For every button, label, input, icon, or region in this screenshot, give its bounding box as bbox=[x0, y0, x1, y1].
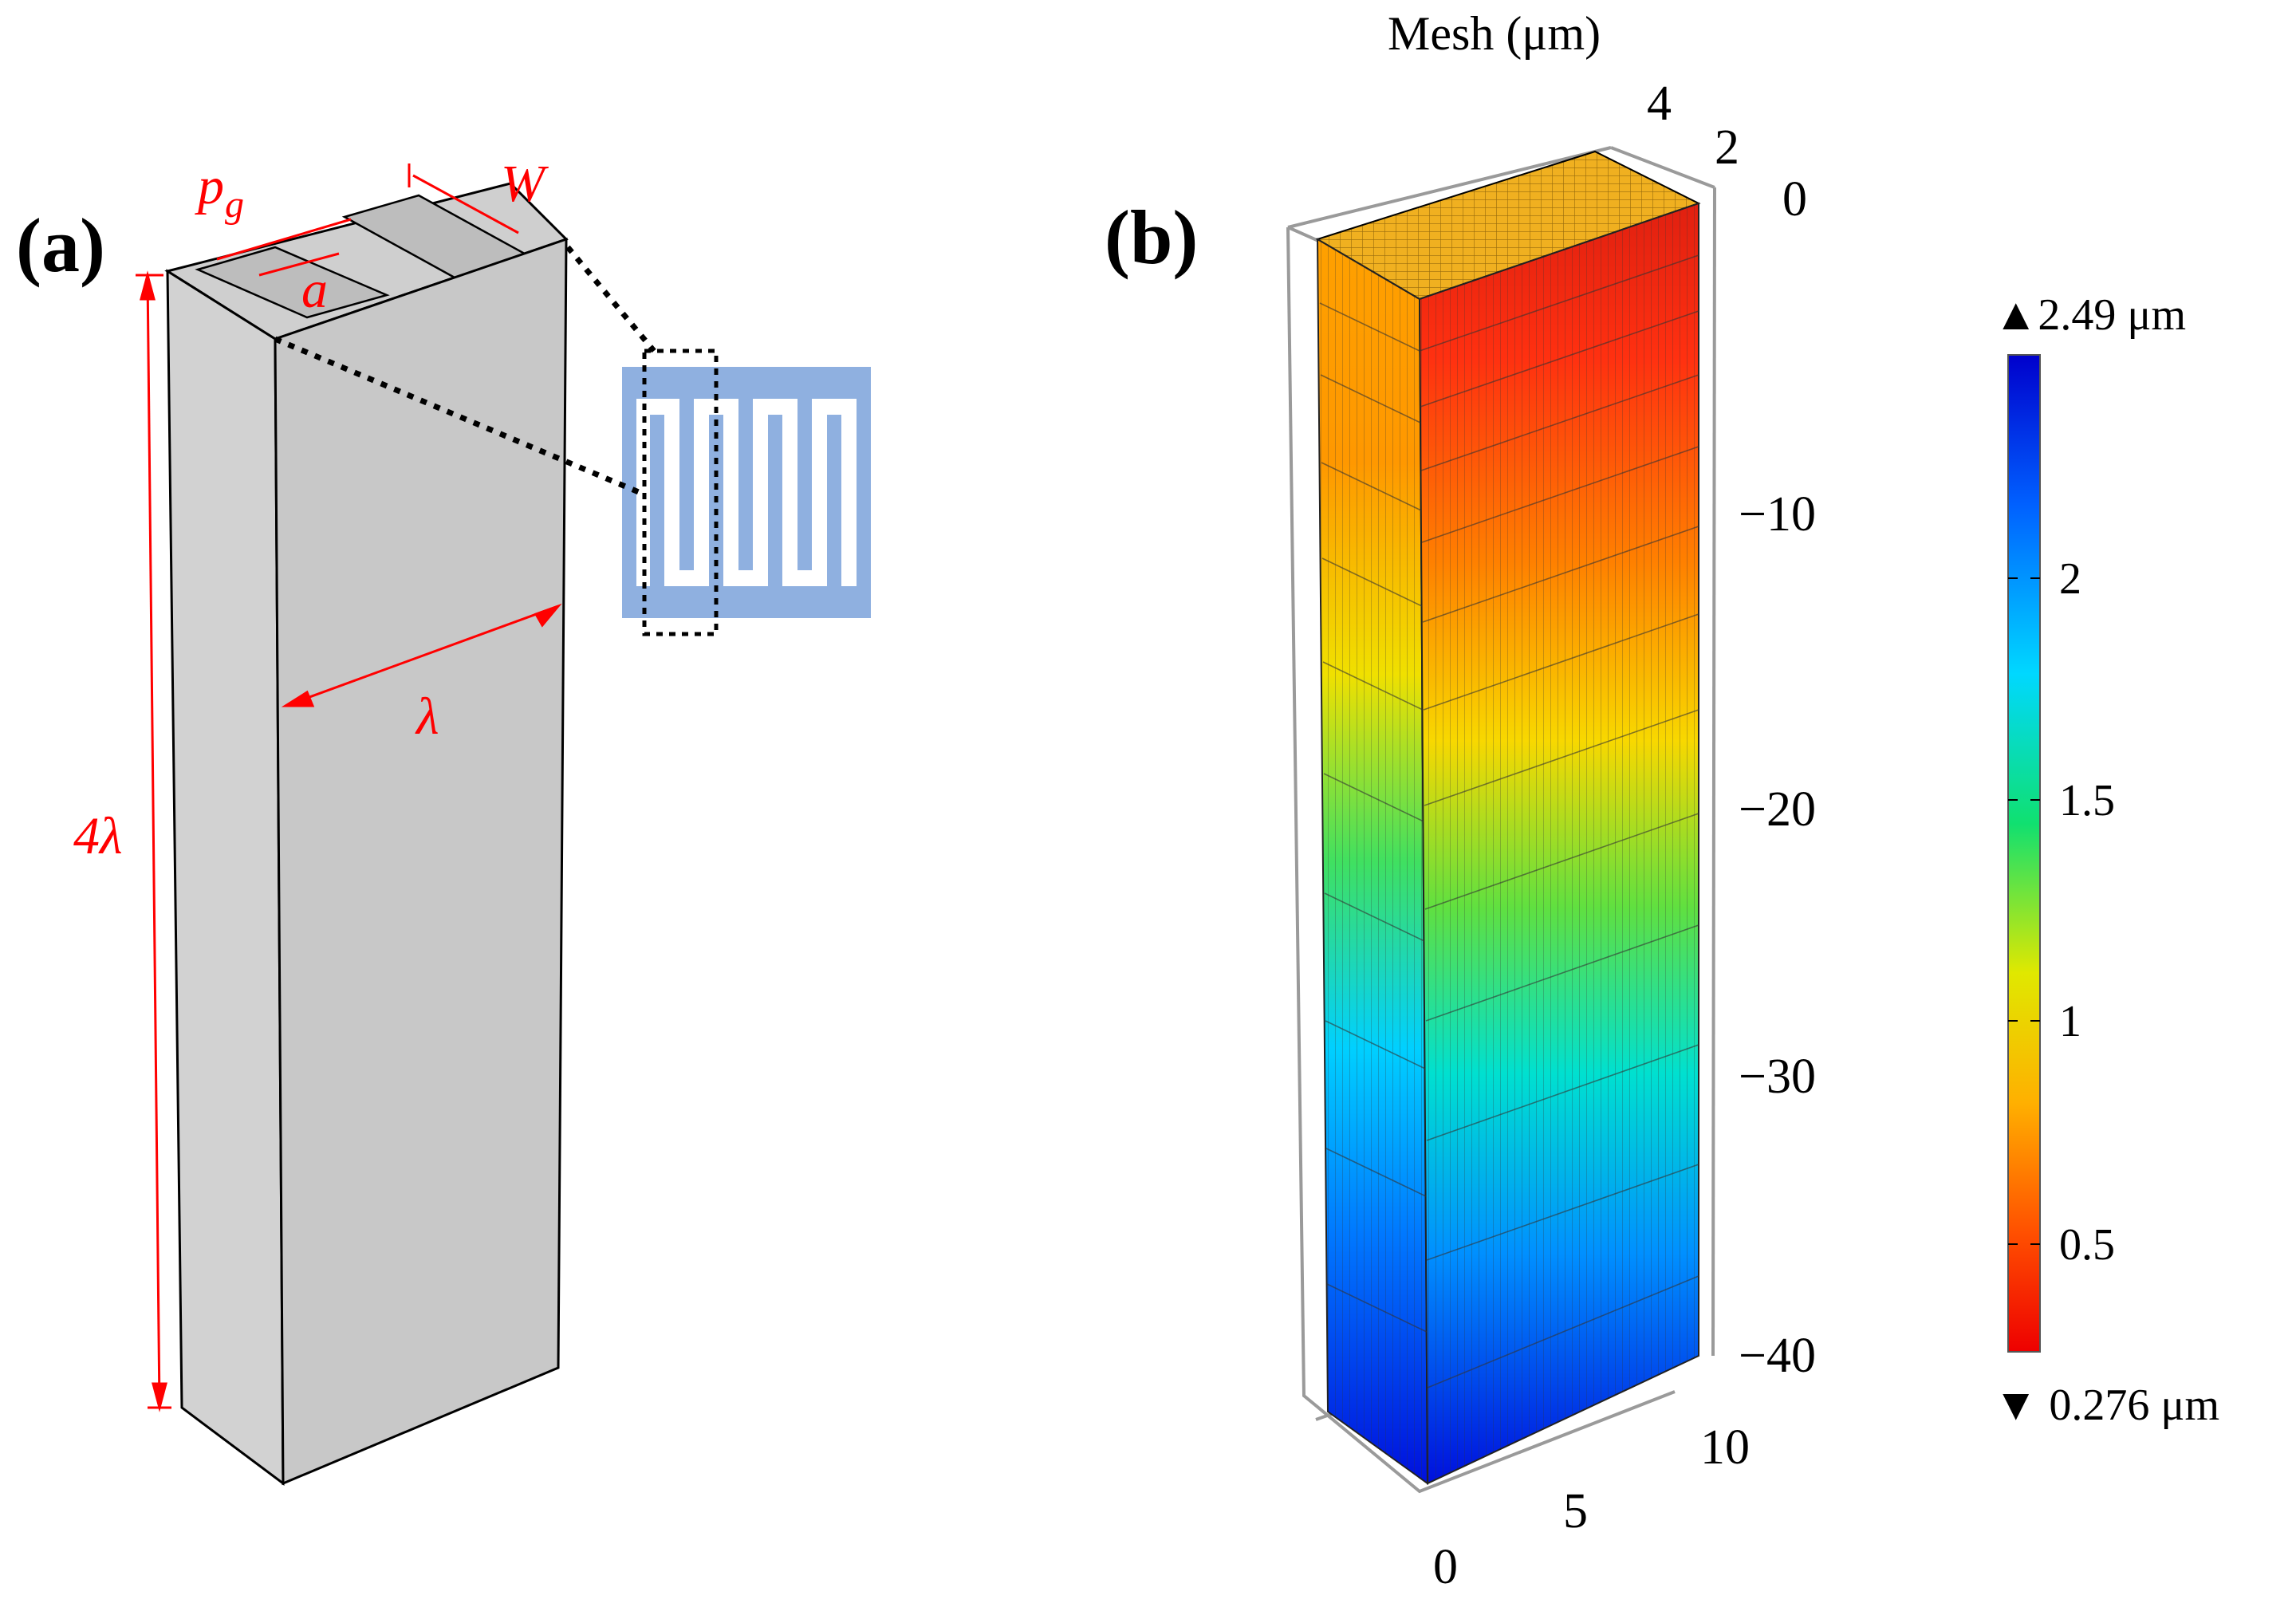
panel-a-label: (a) bbox=[16, 203, 105, 288]
x-tick-10: 10 bbox=[1700, 1420, 1750, 1475]
colorbar-max-label: ▲2.49 μm bbox=[1994, 290, 2186, 340]
z-tick-0: 0 bbox=[1782, 172, 1807, 226]
block-left-face bbox=[166, 269, 285, 1487]
zoom-dotted-lines bbox=[274, 245, 656, 498]
mesh-front-face-grid bbox=[1418, 202, 1699, 1485]
colorbar-tick-2: 2 bbox=[2059, 554, 2081, 604]
z-tick-neg20: −20 bbox=[1739, 782, 1816, 837]
electrode-1 bbox=[195, 246, 390, 319]
idt-inset bbox=[622, 349, 871, 636]
mesh-bands bbox=[1319, 254, 1699, 1388]
colorbar-tick-1-5: 1.5 bbox=[2059, 776, 2115, 825]
panel-b-label: (b) bbox=[1105, 195, 1198, 280]
dim-W: W bbox=[501, 155, 549, 213]
dim-pg: p bbox=[195, 157, 224, 215]
dim-four-lambda: 4λ bbox=[73, 807, 123, 865]
panel-a: (a) p g a W λ 4 bbox=[16, 155, 871, 1487]
colorbar-min-label: ▼ 0.276 μm bbox=[1994, 1381, 2219, 1430]
colorbar-gradient bbox=[2007, 354, 2041, 1353]
dim-a: a bbox=[301, 261, 328, 319]
colorbar-tick-1: 1 bbox=[2059, 997, 2081, 1046]
dim-pg-subscript: g bbox=[225, 183, 244, 226]
y-tick-4: 4 bbox=[1647, 77, 1672, 131]
colorbar: ▲2.49 μm 2 1.5 1 0.5 ▼ 0.276 μm bbox=[1994, 290, 2219, 1430]
y-tick-2: 2 bbox=[1715, 120, 1739, 175]
dimension-pg: p g bbox=[195, 157, 244, 226]
colorbar-tick-0-5: 0.5 bbox=[2059, 1220, 2115, 1270]
dim-lambda: λ bbox=[415, 687, 439, 746]
mesh-title: Mesh (μm) bbox=[1388, 7, 1601, 60]
dimension-lines bbox=[136, 163, 562, 1412]
z-tick-neg30: −30 bbox=[1739, 1050, 1816, 1104]
x-tick-5: 5 bbox=[1563, 1484, 1588, 1538]
block-front-face bbox=[274, 237, 568, 1486]
panel-b: (b) Mesh (μm) bbox=[1105, 7, 2219, 1594]
mesh-left-face-grid bbox=[1316, 238, 1429, 1485]
z-tick-neg10: −10 bbox=[1739, 487, 1816, 542]
x-tick-0: 0 bbox=[1433, 1540, 1458, 1594]
z-tick-neg40: −40 bbox=[1739, 1329, 1816, 1383]
